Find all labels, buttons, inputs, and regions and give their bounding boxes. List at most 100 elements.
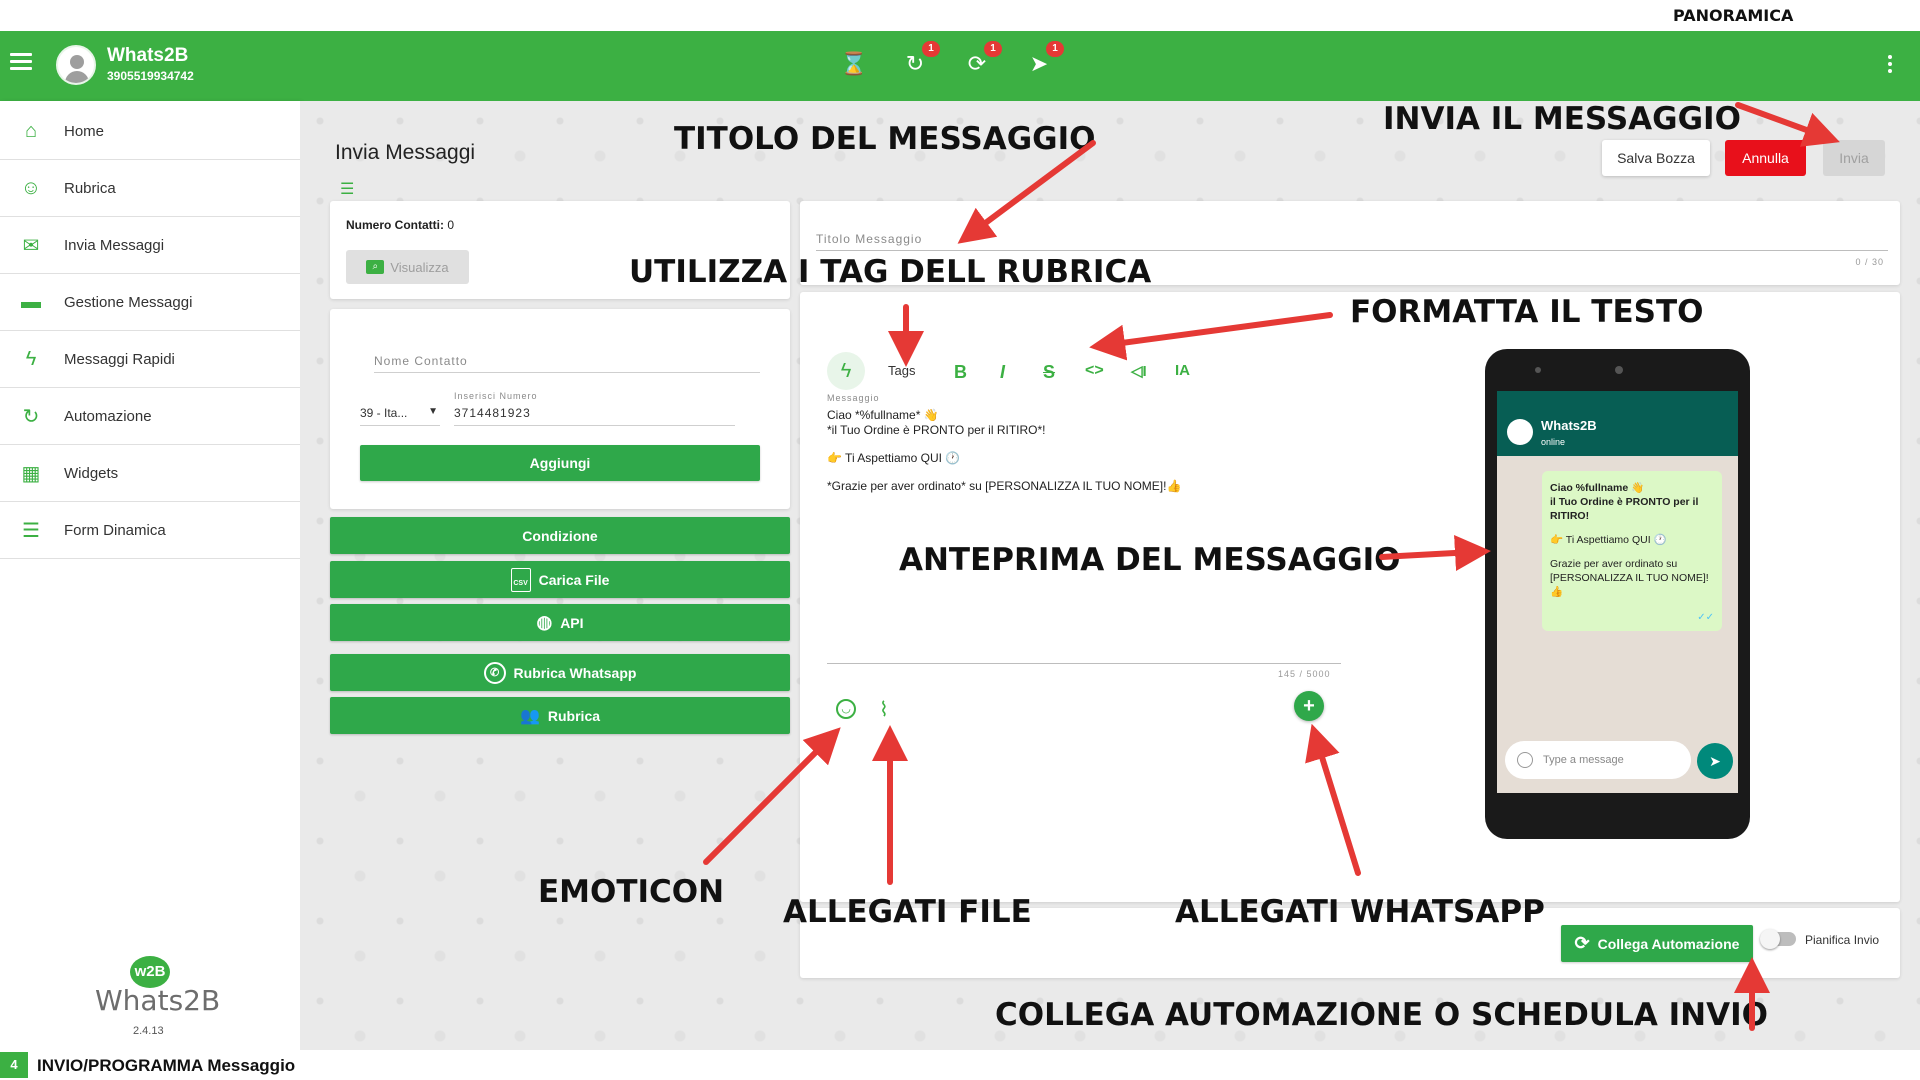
sync-icon: ↻ <box>22 405 40 428</box>
sidebar-item-label: Invia Messaggi <box>64 236 165 254</box>
sync-icon: ⟳ <box>1574 933 1590 953</box>
annotation-preview: ANTEPRIMA DEL MESSAGGIO <box>899 542 1401 578</box>
contact-name-input[interactable]: Nome Contatto <box>374 354 760 373</box>
message-line[interactable]: 👉 Ti Aspettiamo QUI 🕐 <box>827 451 961 465</box>
bubble-line: 👉 Ti Aspettiamo QUI 🕐 <box>1550 534 1667 546</box>
hourglass-icon[interactable]: ⌛ <box>840 51 868 76</box>
send-button[interactable]: Invia <box>1823 140 1885 176</box>
collapse-panel-icon[interactable]: ☰ <box>340 181 355 198</box>
api-label: API <box>560 614 584 631</box>
whatsapp-icon: ✆ <box>483 661 506 684</box>
annotation-automation: COLLEGA AUTOMAZIONE O SCHEDULA INVIO <box>995 997 1768 1033</box>
whatsapp-attachment-button[interactable]: + <box>1294 691 1324 721</box>
text-direction-icon[interactable]: ◁I <box>1131 363 1147 380</box>
message-line[interactable]: *Grazie per aver ordinato* su [PERSONALI… <box>827 479 1182 493</box>
attach-file-icon[interactable]: ⌇ <box>879 699 889 721</box>
condition-button[interactable]: Condizione <box>330 517 790 554</box>
code-icon[interactable]: <> <box>1085 362 1104 379</box>
sidebar-item-rubrica[interactable]: ☺ Rubrica <box>0 160 300 217</box>
phone-number-input[interactable]: 3714481923 <box>454 406 735 426</box>
annotation-send: INVIA IL MESSAGGIO <box>1383 101 1741 137</box>
send-arrow-icon: ➤ <box>1697 743 1733 779</box>
whatsapp-contacts-label: Rubrica Whatsapp <box>513 664 637 681</box>
add-contact-button[interactable]: Aggiungi <box>360 445 760 481</box>
annotation-whatsapp: ALLEGATI WHATSAPP <box>1175 894 1545 930</box>
sidebar-item-invia-messaggi[interactable]: ✉ Invia Messaggi <box>0 217 300 274</box>
notification-badge: 1 <box>922 41 940 57</box>
chat-screen: Whats2B online Ciao %fullname 👋 il Tuo O… <box>1497 391 1738 793</box>
brand-logo: w2B Whats2B <box>95 956 220 1017</box>
annotation-format: FORMATTA IL TESTO <box>1350 294 1704 330</box>
message-textarea-underline <box>827 663 1341 664</box>
upload-file-button[interactable]: CSV Carica File <box>330 561 790 598</box>
folder-icon: ▬ <box>21 290 41 313</box>
avatar[interactable] <box>56 45 96 85</box>
sidebar-item-gestione-messaggi[interactable]: ▬ Gestione Messaggi <box>0 274 300 331</box>
schedule-send-label: Pianifica Invio <box>1805 933 1880 947</box>
csv-file-icon: CSV <box>510 567 531 592</box>
bottom-caption-bar: 4 INVIO/PROGRAMMA Messaggio <box>0 1050 1920 1080</box>
sidebar-item-widgets[interactable]: ▦ Widgets <box>0 445 300 502</box>
app-name: Whats2B <box>107 45 189 66</box>
sidebar-item-automazione[interactable]: ↻ Automazione <box>0 388 300 445</box>
emoji-icon[interactable]: ◡ <box>836 699 856 719</box>
tags-button[interactable]: Tags <box>888 363 916 378</box>
schedule-send-toggle[interactable] <box>1760 929 1796 949</box>
sidebar: ⌂ Home ☺ Rubrica ✉ Invia Messaggi ▬ Gest… <box>0 101 300 1050</box>
contacts-button[interactable]: 👥 Rubrica <box>330 697 790 734</box>
sidebar-item-label: Widgets <box>64 464 119 482</box>
country-code-value: 39 - Ita... <box>360 406 408 420</box>
app-version: 2.4.13 <box>133 1025 164 1037</box>
contacts-icon: ☺ <box>20 176 42 199</box>
whatsapp-contacts-button[interactable]: ✆ Rubrica Whatsapp <box>330 654 790 691</box>
bubble-line: Ciao %fullname 👋 <box>1550 482 1645 494</box>
sidebar-item-form-dinamica[interactable]: ☰ Form Dinamica <box>0 502 300 559</box>
message-line[interactable]: *il Tuo Ordine è PRONTO per il RITIRO*! <box>827 423 1046 437</box>
form-icon: ☰ <box>22 519 40 542</box>
api-button[interactable]: ◍ API <box>330 604 790 641</box>
view-contacts-label: Visualizza <box>390 259 449 275</box>
add-contact-card: Nome Contatto 39 - Ita... ▼ Inserisci Nu… <box>330 309 790 509</box>
sync-icon[interactable]: ⟳1 <box>964 41 1002 79</box>
step-number: 4 <box>0 1052 28 1078</box>
quick-message-icon[interactable]: ϟ <box>827 352 865 390</box>
text-size-icon[interactable]: IA <box>1175 362 1190 379</box>
country-code-select[interactable]: 39 - Ita... ▼ <box>360 406 440 426</box>
chevron-down-icon: ▼ <box>428 406 438 417</box>
search-icon: ⌕ <box>366 260 385 274</box>
history-icon[interactable]: ↻1 <box>902 41 940 79</box>
sidebar-item-label: Home <box>64 122 105 140</box>
step-title: INVIO/PROGRAMMA Messaggio <box>37 1056 296 1075</box>
more-options-icon[interactable] <box>1888 55 1894 76</box>
annotation-tags: UTILIZZA I TAG DELL RUBRICA <box>629 254 1152 290</box>
sidebar-item-label: Gestione Messaggi <box>64 293 193 311</box>
sidebar-item-label: Automazione <box>64 407 152 425</box>
people-icon: 👥 <box>519 707 540 725</box>
bolt-icon: ϟ <box>25 347 37 370</box>
chat-input-placeholder: Type a message <box>1543 754 1624 766</box>
connect-automation-button[interactable]: ⟳ Collega Automazione <box>1561 925 1753 962</box>
chat-avatar <box>1507 419 1533 445</box>
scheduled-send-icon[interactable]: ➤1 <box>1026 41 1064 79</box>
app-bar: Whats2B 3905519934742 ⌛ ↻1 ⟳1 ➤1 <box>0 31 1920 101</box>
sidebar-item-messaggi-rapidi[interactable]: ϟ Messaggi Rapidi <box>0 331 300 388</box>
contacts-count-label: Numero Contatti: <box>346 218 444 232</box>
bold-icon[interactable]: B <box>954 362 967 382</box>
connect-automation-label: Collega Automazione <box>1597 935 1740 952</box>
view-contacts-button[interactable]: ⌕ Visualizza <box>346 250 469 284</box>
message-title-input[interactable]: Titolo Messaggio <box>816 232 1888 251</box>
cancel-button[interactable]: Annulla <box>1725 140 1806 176</box>
italic-icon[interactable]: I <box>1000 362 1006 382</box>
sidebar-item-label: Messaggi Rapidi <box>64 350 175 368</box>
message-line[interactable]: Ciao *%fullname* 👋 <box>827 408 939 422</box>
notification-badge: 1 <box>1046 41 1064 57</box>
strikethrough-icon[interactable]: S <box>1043 362 1056 382</box>
widgets-icon: ▦ <box>21 462 41 485</box>
chat-message-input: Type a message <box>1505 741 1691 779</box>
title-character-counter: 0 / 30 <box>1855 257 1884 267</box>
contacts-count-value: 0 <box>447 218 455 232</box>
sidebar-item-home[interactable]: ⌂ Home <box>0 103 300 160</box>
hamburger-menu-icon[interactable] <box>10 53 32 73</box>
bubble-line: il Tuo Ordine è PRONTO per il RITIRO! <box>1550 496 1699 522</box>
save-draft-button[interactable]: Salva Bozza <box>1602 140 1710 176</box>
